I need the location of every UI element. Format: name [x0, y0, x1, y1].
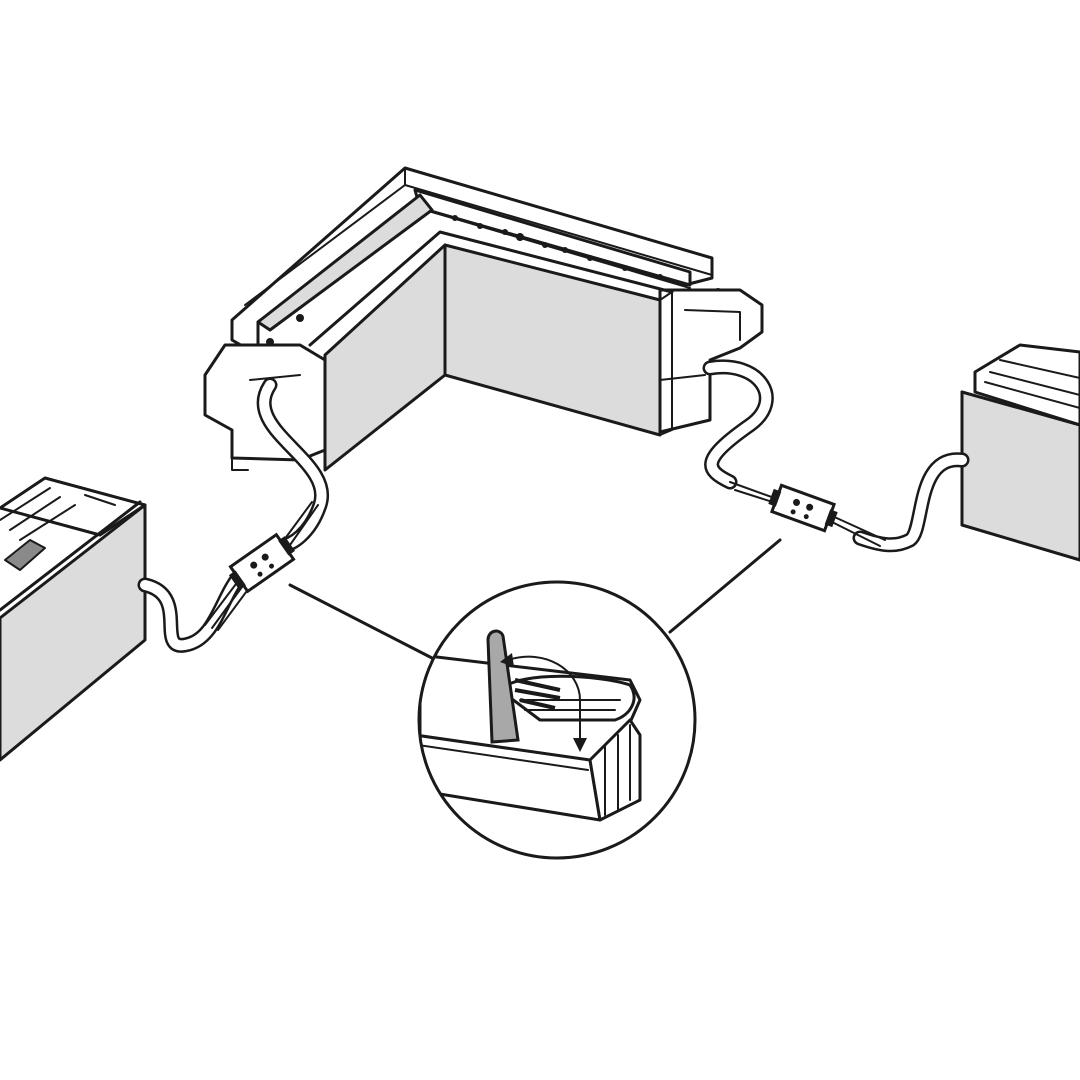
- left-wire-connector: [228, 532, 296, 594]
- right-wire-connector: [768, 483, 838, 533]
- callout-lines: [288, 538, 782, 660]
- right-linear-profile: [960, 343, 1080, 562]
- right-cable-with-connector: [702, 359, 970, 553]
- corner-connector-profile: [203, 166, 764, 472]
- corner-inner-face-right: [443, 243, 662, 437]
- latch-lever: [486, 629, 520, 744]
- left-cable-with-connector: [137, 377, 330, 653]
- detail-magnifier-latch: [417, 580, 697, 860]
- left-linear-profile: [0, 476, 147, 762]
- left-profile-end-face: [0, 503, 147, 762]
